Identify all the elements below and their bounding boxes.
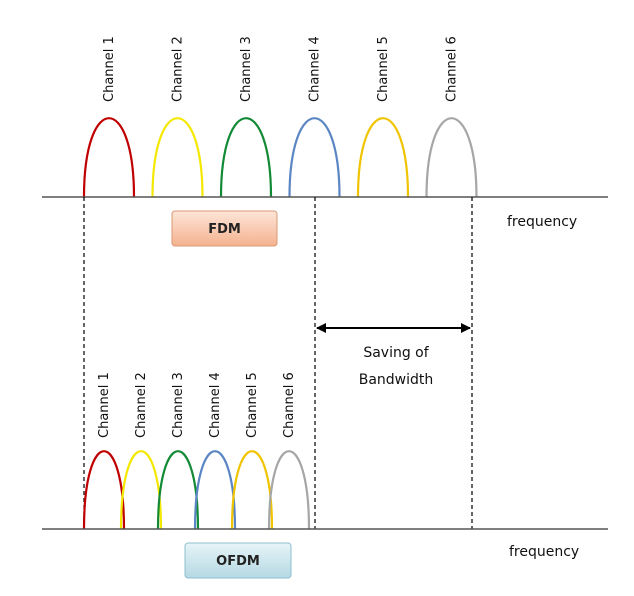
ofdm-channel-4-curve bbox=[193, 450, 237, 530]
fdm-channel-1-curve bbox=[82, 117, 136, 198]
bandwidth-saving: Saving of Bandwidth bbox=[316, 323, 471, 388]
ofdm-channel-labels: Channel 1 Channel 2 Channel 3 Channel 4 Chan… bbox=[97, 372, 297, 438]
fdm-channel-1-label: Channel 1 bbox=[102, 36, 117, 102]
fdm-channel-2-curve bbox=[151, 117, 204, 198]
ofdm-frequency-label: frequency bbox=[509, 544, 579, 560]
ofdm-channel-3-curve bbox=[156, 450, 200, 530]
fdm-box-label: FDM bbox=[208, 222, 241, 237]
fdm-channel-6-curve bbox=[425, 117, 478, 198]
ofdm-box-label: OFDM bbox=[216, 554, 260, 569]
guide-lines bbox=[83, 197, 473, 529]
ofdm-box: OFDM bbox=[184, 542, 292, 579]
ofdm-channel-5-label: Channel 5 bbox=[245, 372, 260, 438]
saving-label-line1: Saving of bbox=[363, 345, 429, 361]
saving-label-line2: Bandwidth bbox=[359, 372, 434, 388]
fdm-channel-4-label: Channel 4 bbox=[308, 36, 323, 102]
ofdm-channel-2-label: Channel 2 bbox=[134, 372, 149, 438]
fdm-section: Channel 1 Channel 2 Channel 3 Channel 4 Chan… bbox=[42, 36, 608, 247]
ofdm-subcarrier-curves bbox=[82, 450, 311, 530]
fdm-channel-6-label: Channel 6 bbox=[445, 36, 460, 102]
fdm-channel-5-curve bbox=[356, 117, 410, 198]
fdm-channel-3-label: Channel 3 bbox=[239, 36, 254, 102]
ofdm-channel-6-label: Channel 6 bbox=[282, 372, 297, 438]
ofdm-box-shape bbox=[184, 542, 292, 579]
ofdm-channel-4-label: Channel 4 bbox=[208, 372, 223, 438]
fdm-frequency-label: frequency bbox=[507, 214, 577, 230]
ofdm-channel-3-label: Channel 3 bbox=[171, 372, 186, 438]
ofdm-channel-1-label: Channel 1 bbox=[97, 372, 112, 438]
ofdm-channel-1-curve bbox=[82, 450, 126, 530]
fdm-channel-3-curve bbox=[219, 117, 273, 198]
fdm-box: FDM bbox=[171, 210, 278, 247]
fdm-channel-2-label: Channel 2 bbox=[171, 36, 186, 102]
fdm-box-shape bbox=[171, 210, 278, 247]
ofdm-channel-5-curve bbox=[230, 450, 274, 530]
fdm-channel-5-label: Channel 5 bbox=[376, 36, 391, 102]
ofdm-section: Channel 1 Channel 2 Channel 3 Channel 4 Chan… bbox=[42, 372, 608, 579]
ofdm-channel-6-curve bbox=[267, 450, 311, 530]
ofdm-channel-2-curve bbox=[119, 450, 163, 530]
fdm-subcarrier-curves bbox=[82, 117, 478, 198]
fdm-channel-4-curve bbox=[288, 117, 341, 198]
fdm-channel-labels: Channel 1 Channel 2 Channel 3 Channel 4 Chan… bbox=[102, 36, 460, 102]
